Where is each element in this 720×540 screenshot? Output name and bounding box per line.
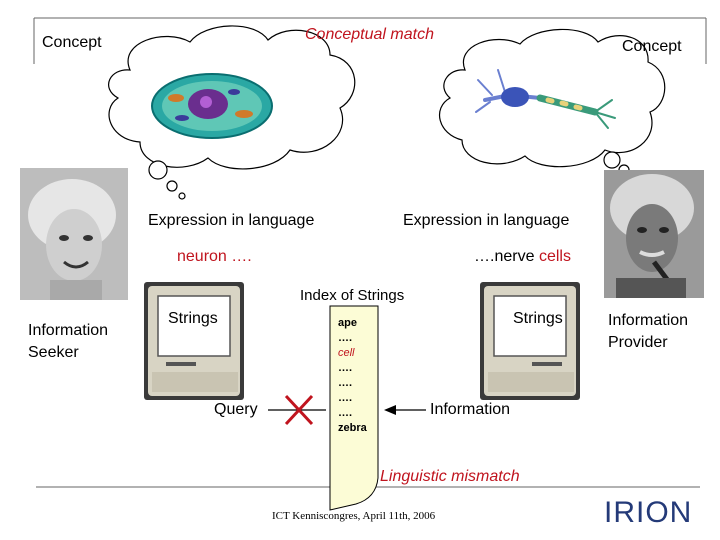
index-entries: ape …. cell …. …. …. …. zebra — [338, 316, 367, 436]
right-strings-label: Strings — [513, 310, 563, 327]
conceptual-match-label: Conceptual match — [305, 26, 434, 43]
index-entry: …. — [338, 392, 353, 404]
index-entry: …. — [338, 362, 353, 374]
seeker-role-line1: Information — [28, 322, 109, 339]
expression-left: Expression in language — [148, 212, 315, 229]
index-entry-cell: cell — [338, 347, 355, 359]
expression-right: Expression in language — [403, 212, 570, 229]
right-term-word-cells: cells — [538, 248, 571, 265]
linguistic-mismatch-label: Linguistic mismatch — [380, 468, 520, 485]
information-seeker-photo — [20, 168, 128, 300]
index-entry-zebra: zebra — [338, 422, 367, 434]
right-term-word-nerve: nerve — [494, 248, 535, 265]
information-provider-photo — [604, 170, 704, 298]
cell-image — [148, 72, 276, 140]
index-entry: …. — [338, 377, 353, 389]
footer-text: ICT Kenniscongres, April 11th, 2006 — [272, 510, 436, 522]
irion-logo: IRION — [604, 496, 693, 529]
seeker-role-line2: Seeker — [28, 344, 79, 361]
provider-role-line2: Provider — [608, 334, 668, 351]
left-strings-label: Strings — [168, 310, 218, 327]
concept-left-label: Concept — [42, 34, 102, 51]
left-term: neuron …. — [177, 248, 252, 265]
index-entry: …. — [338, 407, 353, 419]
left-computer — [144, 282, 244, 400]
information-arrowhead — [384, 405, 396, 415]
provider-role-line1: Information — [608, 312, 689, 329]
index-title: Index of Strings — [300, 287, 405, 304]
mismatch-x-mark — [284, 394, 314, 426]
information-label: Information — [430, 401, 511, 418]
right-term: ….nerve cells — [474, 248, 571, 266]
right-computer — [480, 282, 580, 400]
information-seeker-label: Information Seeker — [28, 320, 108, 364]
right-term-prefix: …. — [474, 248, 495, 265]
concept-right-label: Concept — [622, 38, 682, 55]
query-label: Query — [214, 401, 258, 418]
neuron-image — [475, 69, 616, 129]
index-entry-ape: ape — [338, 317, 357, 329]
index-scroll — [329, 305, 379, 511]
index-entry: …. — [338, 332, 353, 344]
information-provider-label: Information Provider — [608, 310, 688, 354]
